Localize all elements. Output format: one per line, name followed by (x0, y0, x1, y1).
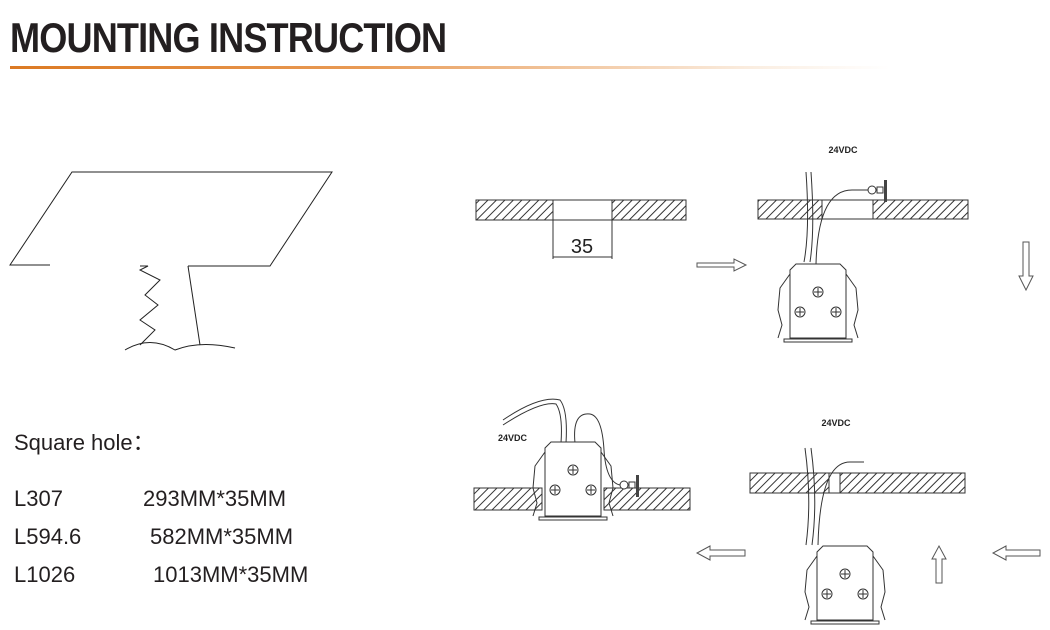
arrow-right-icon (696, 258, 748, 272)
arrow-left-icon (991, 545, 1041, 561)
step-connect-wires: 24VDC (757, 145, 969, 343)
hole-size-value: 293MM*35MM (143, 486, 287, 511)
title-underline (10, 66, 890, 69)
hole-size-value: 582MM*35MM (150, 524, 294, 549)
model-label: L594.6 (14, 524, 82, 549)
ceiling-cutout-illustration (9, 171, 333, 351)
model-label: L1026 (14, 562, 76, 587)
arrow-down-icon (1018, 241, 1034, 292)
voltage-label: 24VDC (821, 418, 851, 428)
hole-width-label: 35 (571, 236, 593, 258)
step-cut-hole: 35 (475, 199, 687, 259)
step-insert-fixture: 24VDC (749, 418, 966, 625)
square-hole-heading: Square hole： (14, 430, 155, 455)
arrow-left-icon (695, 545, 746, 561)
arrow-up-icon (931, 544, 947, 584)
voltage-label: 24VDC (828, 145, 858, 155)
voltage-label: 24VDC (498, 433, 528, 443)
model-label: L307 (14, 486, 63, 511)
page-title: MOUNTING INSTRUCTION (10, 14, 447, 61)
hole-size-value: 1013MM*35MM (153, 562, 309, 587)
step-installed: 24VDC (473, 398, 691, 521)
